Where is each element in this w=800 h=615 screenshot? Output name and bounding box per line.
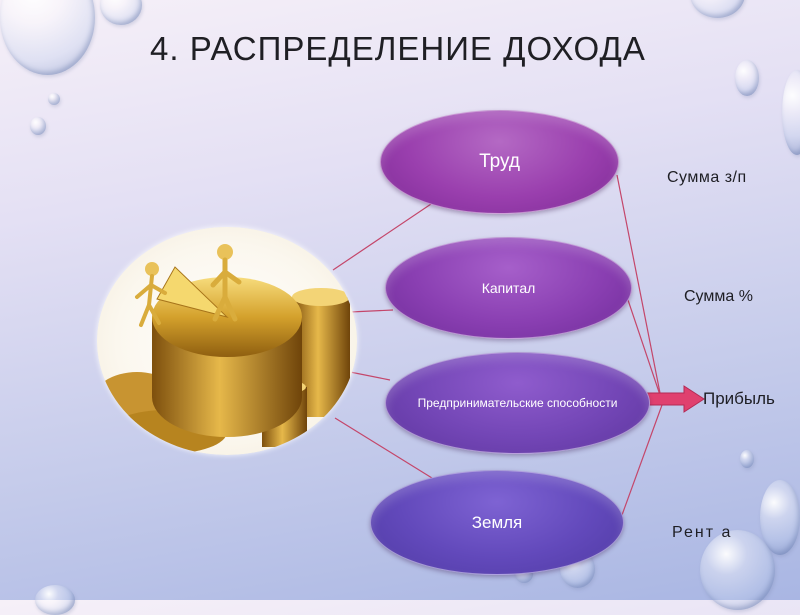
slide-title: 4. РАСПРЕДЕЛЕНИЕ ДОХОДА [150,30,646,67]
factor-node-kapital[interactable]: Капитал [385,237,632,339]
connector-lines [332,174,705,516]
income-label-procent: Сумма % [684,288,753,305]
factor-node-trud[interactable]: Труд [380,110,619,214]
water-drop-decoration [760,480,800,555]
water-drop-decoration [740,450,754,468]
connector-line [332,199,438,271]
income-label-renta: Рент а [672,524,733,541]
income-label-pribyl: Прибыль [703,389,775,408]
connector-line [334,417,433,479]
water-drop-decoration [700,530,775,610]
water-drop-decoration [690,0,745,18]
water-drop-decoration [30,117,46,135]
factor-node-zemlya[interactable]: Земля [370,470,624,575]
connector-line [627,299,661,396]
water-drop-decoration [782,70,800,155]
connector-line [621,404,663,516]
connector-line [616,174,661,394]
connector-line [349,309,394,313]
income-label-zarplata: Сумма з/п [667,169,747,186]
gold-coins-illustration [97,227,357,455]
right-arrow-icon [644,385,705,413]
water-drop-decoration [48,93,60,105]
gold-coins-pie-chart-icon [97,244,350,454]
factor-node-predprinimatelstvo[interactable]: Предпринимательские способности [385,352,650,454]
connector-line [349,371,391,381]
water-drop-decoration [735,60,759,96]
